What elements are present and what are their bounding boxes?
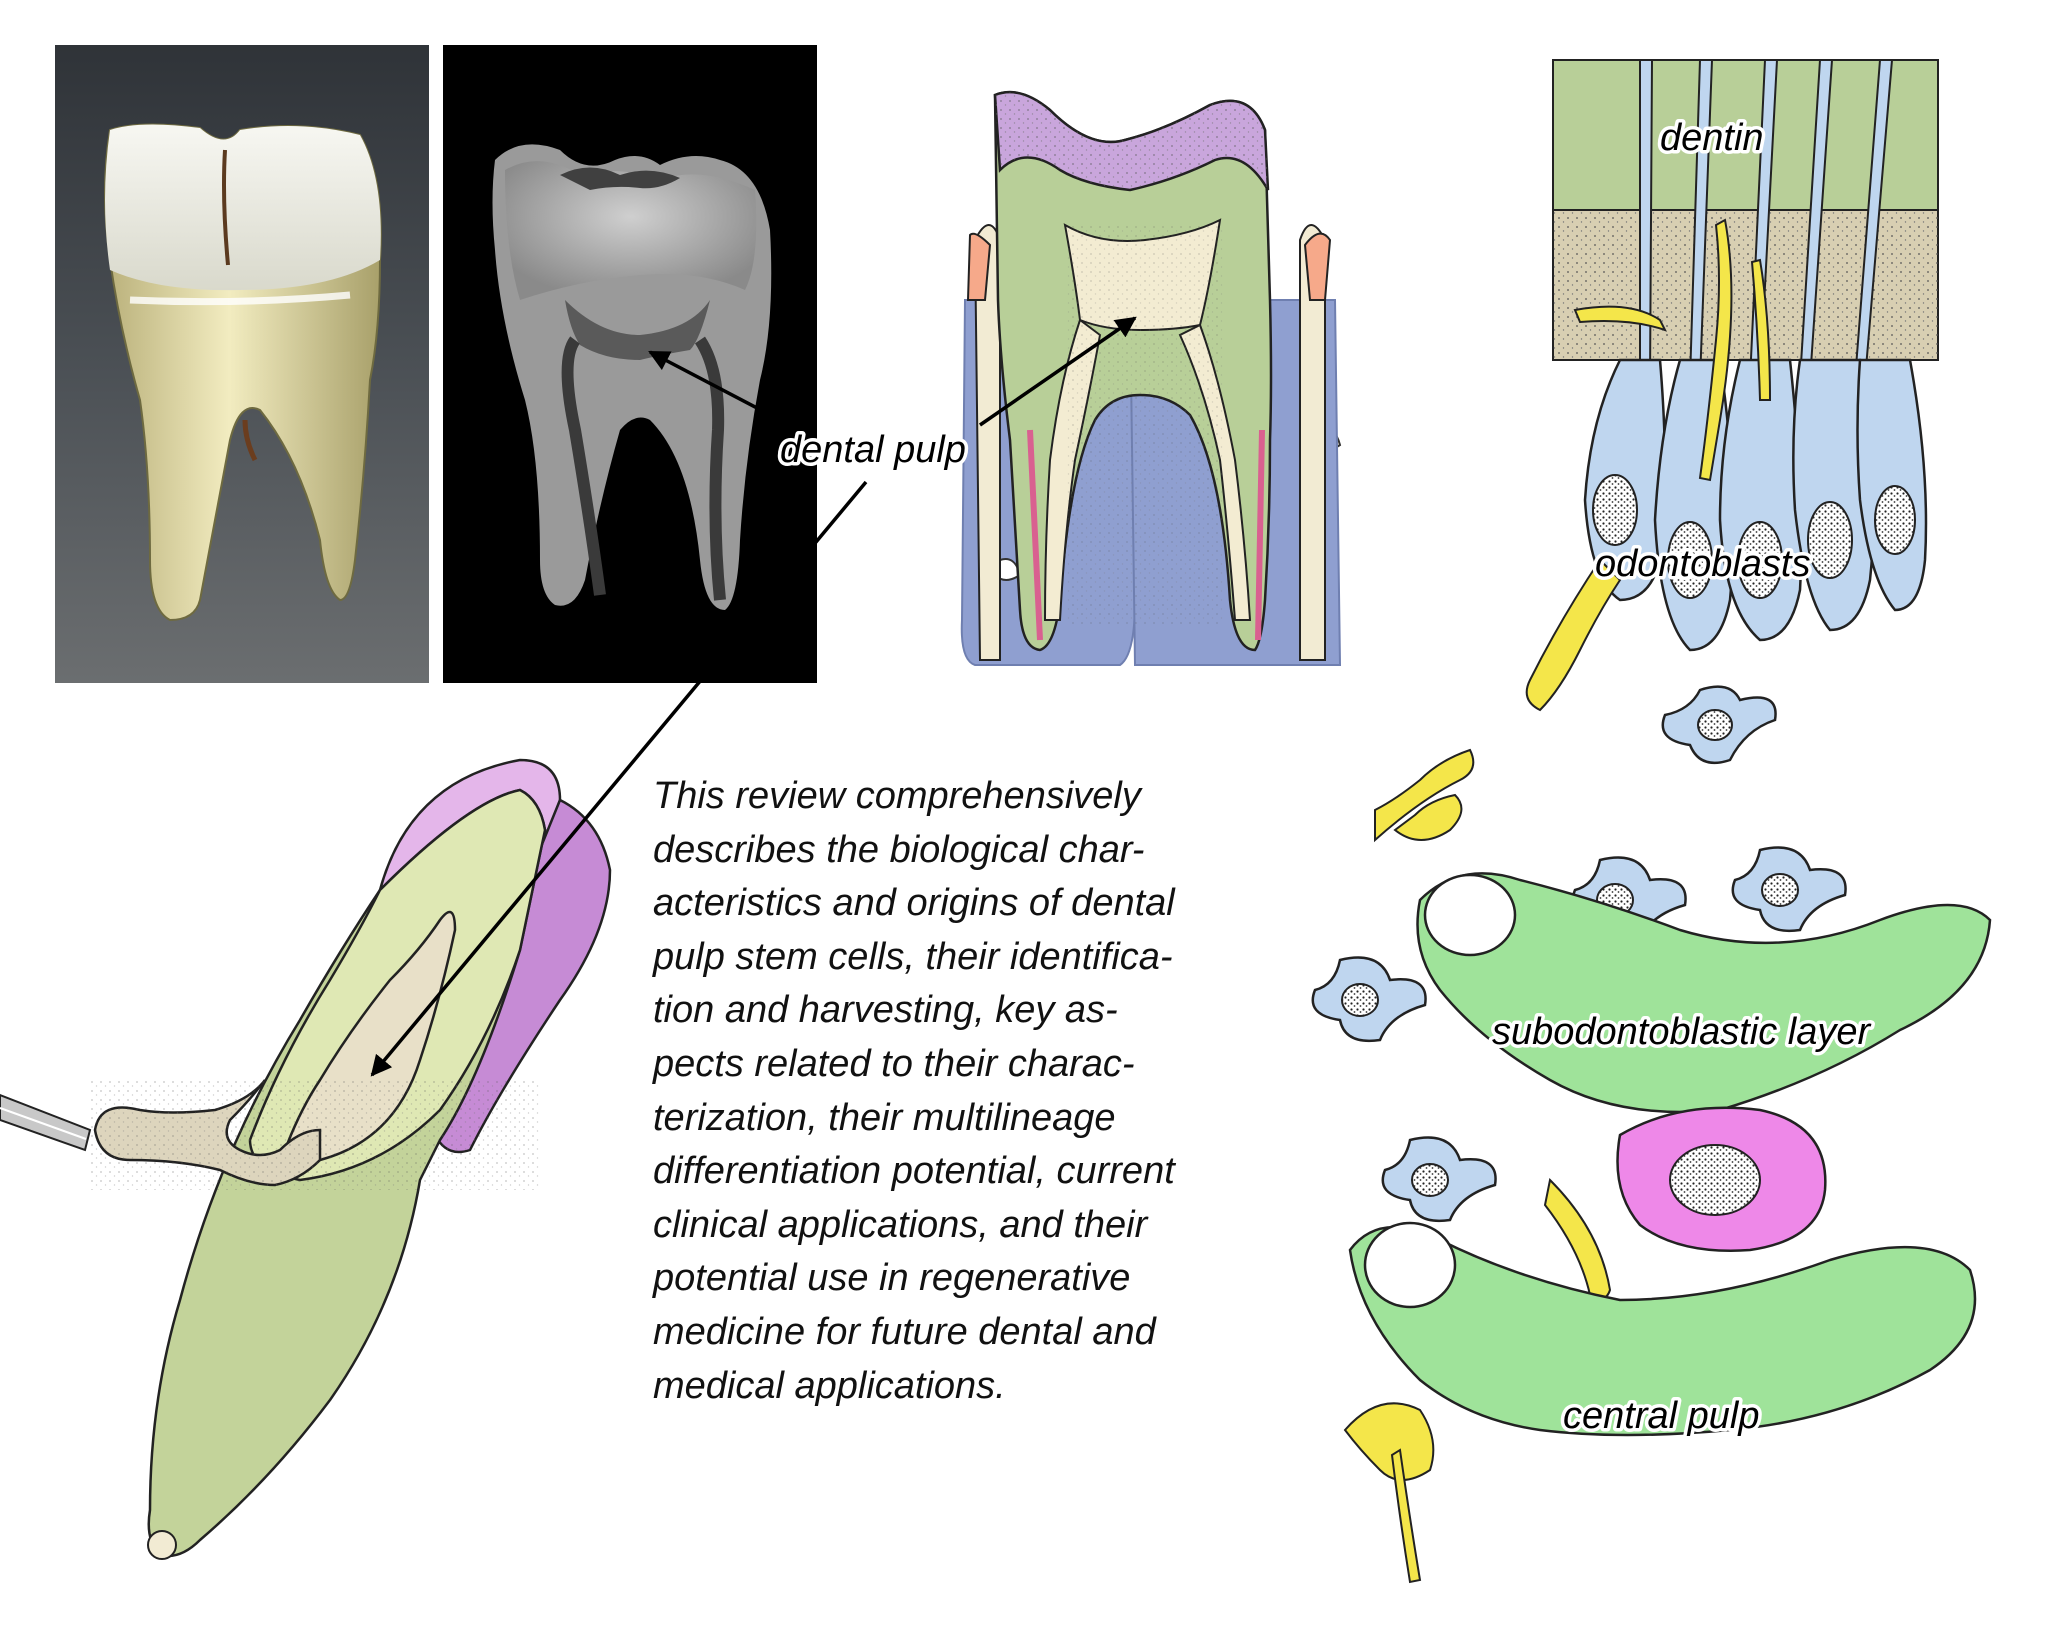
summary-line: acteristics and origins of dental xyxy=(653,882,1175,925)
summary-line: pects related to their charac- xyxy=(653,1042,1135,1085)
label-dental-pulp: dental pulp xyxy=(780,429,966,471)
summary-line: clinical applications, and their xyxy=(653,1203,1148,1246)
summary-line: tion and harvesting, key as- xyxy=(653,989,1118,1032)
tooth-cross-section xyxy=(960,90,1342,666)
tooth-photograph xyxy=(55,45,429,683)
summary-line: describes the biological char- xyxy=(653,828,1145,871)
summary-line: differentiation potential, current xyxy=(653,1150,1175,1193)
summary-line: This review comprehensively xyxy=(653,775,1141,817)
pulp-cell-layers-diagram xyxy=(1311,59,1992,1584)
dental-pulp-arrows xyxy=(370,316,1137,1077)
label-subodontoblastic-layer: subodontoblastic layer xyxy=(1492,1011,1871,1053)
summary-line: medicine for future dental and xyxy=(653,1310,1156,1353)
summary-line: terization, their multilineage xyxy=(653,1096,1116,1139)
review-summary-text: This review comprehensively describes th… xyxy=(653,770,1303,1413)
summary-line: potential use in regenerative xyxy=(653,1257,1131,1300)
tooth-radiograph xyxy=(443,45,817,683)
tooth-slice-drawing xyxy=(0,758,612,1560)
summary-line: medical applications. xyxy=(653,1364,1006,1407)
label-dentin: dentin xyxy=(1660,117,1764,159)
summary-line: pulp stem cells, their identifica- xyxy=(653,935,1173,978)
label-central-pulp: central pulp xyxy=(1563,1395,1759,1437)
label-odontoblasts: odontoblasts xyxy=(1595,543,1811,585)
